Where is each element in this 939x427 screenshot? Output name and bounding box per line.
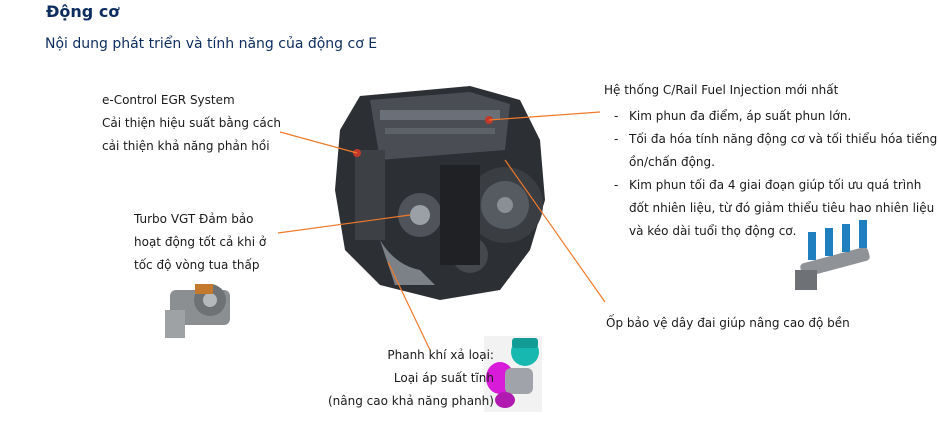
turbo-line3: tốc độ vòng tua thấp <box>134 258 260 272</box>
bullet-item: - Kim phun tối đa 4 giai đoạn giúp tối ư… <box>614 174 939 243</box>
injector-image <box>795 220 870 290</box>
bullet-item: - Tối đa hóa tính năng động cơ và tối th… <box>614 128 939 174</box>
egr-desc-line1: Cải thiện hiệu suất bằng cách <box>102 116 281 130</box>
bullet-dash: - <box>614 132 619 146</box>
leader-belt-cover <box>504 159 606 303</box>
brake-line1: Phanh khí xả loại: <box>387 348 494 362</box>
page-title: Động cơ <box>46 2 120 21</box>
brake-line3: (nâng cao khả năng phanh) <box>328 394 494 408</box>
bullet-text: Kim phun tối đa 4 giai đoạn giúp tối ưu … <box>629 178 935 238</box>
turbo-line2: hoạt động tốt cả khi ở <box>134 235 267 249</box>
turbo-image <box>165 284 230 338</box>
egr-desc-line2: cải thiện khả năng phản hồi <box>102 139 270 153</box>
egr-title: e-Control EGR System <box>102 93 235 107</box>
bullet-text: Tối đa hóa tính năng động cơ và tối thiể… <box>629 132 938 169</box>
leader-egr <box>279 131 358 154</box>
turbo-label: Turbo VGT Đảm bảo hoạt động tốt cả khi ở… <box>134 208 266 277</box>
brake-line2: Loại áp suất tĩnh <box>393 371 494 385</box>
belt-cover-label: Ốp bảo vệ dây đai giúp nâng cao độ bền <box>606 316 850 330</box>
common-rail-title: Hệ thống C/Rail Fuel Injection mới nhất <box>604 83 839 97</box>
page-subtitle: Nội dung phát triển và tính năng của độn… <box>45 36 378 52</box>
bullet-item: - Kim phun đa điểm, áp suất phun lớn. <box>614 105 939 128</box>
leader-lines <box>277 111 606 351</box>
turbo-line1: Turbo VGT Đảm bảo <box>134 212 254 226</box>
leader-common-rail <box>488 111 601 121</box>
engine-image <box>335 86 545 300</box>
bullet-dash: - <box>614 178 619 192</box>
leader-brake <box>387 261 431 351</box>
leader-turbo <box>277 214 411 234</box>
exhaust-brake-label: Phanh khí xả loại: Loại áp suất tĩnh (nâ… <box>328 344 494 413</box>
bullet-dash: - <box>614 109 619 123</box>
bullet-text: Kim phun đa điểm, áp suất phun lớn. <box>629 109 852 123</box>
common-rail-bullet-list: - Kim phun đa điểm, áp suất phun lớn. - … <box>614 105 939 243</box>
exhaust-brake-image <box>484 336 542 412</box>
egr-label: e-Control EGR System Cải thiện hiệu suất… <box>102 89 281 158</box>
